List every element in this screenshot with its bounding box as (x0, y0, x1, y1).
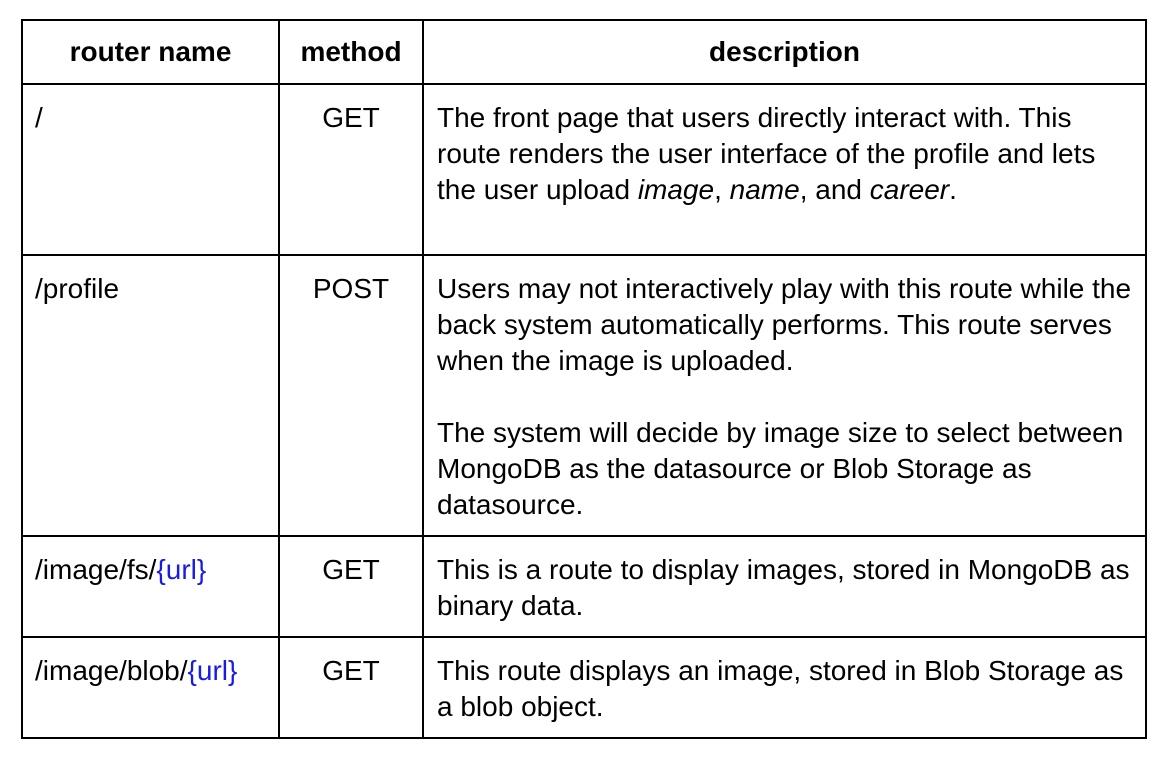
router-table: router name method description / GET The… (21, 19, 1147, 739)
emphasis-career: career (869, 174, 950, 205)
description-text: This route displays an image, stored in … (437, 655, 1124, 722)
description-cell: Users may not interactively play with th… (422, 254, 1147, 537)
table-row: /image/blob/{url} GET This route display… (21, 636, 1147, 739)
emphasis-name: name (729, 174, 800, 205)
header-router-name: router name (21, 19, 280, 85)
description-paragraph-2: The system will decide by image size to … (437, 417, 1124, 520)
method-cell: GET (278, 636, 424, 739)
route-path: / (35, 102, 43, 133)
description-cell: This route displays an image, stored in … (422, 636, 1147, 739)
header-row: router name method description (21, 19, 1147, 85)
route-prefix: /image/blob/ (35, 655, 188, 686)
method-cell: GET (278, 535, 424, 638)
description-text: This is a route to display images, store… (437, 554, 1130, 621)
method-value: POST (312, 273, 390, 304)
route-cell: / (21, 83, 280, 256)
method-value: GET (322, 554, 380, 585)
paragraph-gap (437, 379, 1133, 415)
table-row: /image/fs/{url} GET This is a route to d… (21, 535, 1147, 638)
emphasis-image: image (637, 174, 715, 205)
route-cell: /image/blob/{url} (21, 636, 280, 739)
header-method: method (278, 19, 424, 85)
method-value: GET (322, 102, 380, 133)
description-cell: This is a route to display images, store… (422, 535, 1147, 638)
description-cell: The front page that users directly inter… (422, 83, 1147, 256)
route-param: {url} (156, 554, 207, 585)
method-cell: POST (278, 254, 424, 537)
route-cell: /profile (21, 254, 280, 537)
method-cell: GET (278, 83, 424, 256)
table-row: /profile POST Users may not interactivel… (21, 254, 1147, 537)
header-description: description (422, 19, 1147, 85)
method-value: GET (322, 655, 380, 686)
route-cell: /image/fs/{url} (21, 535, 280, 638)
description-paragraph-1: Users may not interactively play with th… (437, 273, 1132, 376)
route-prefix: /image/fs/ (35, 554, 157, 585)
description-text: The front page that users directly inter… (437, 102, 1096, 205)
route-param: {url} (187, 655, 238, 686)
route-path: /profile (35, 273, 120, 304)
table-row: / GET The front page that users directly… (21, 83, 1147, 256)
